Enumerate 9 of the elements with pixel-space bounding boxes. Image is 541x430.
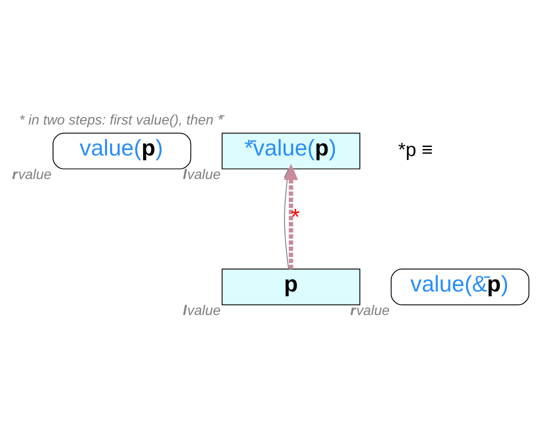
label: *p ≡ bbox=[398, 139, 433, 160]
node-box: p bbox=[222, 268, 360, 305]
diagram-title: * in two steps: first value(), then *̄ bbox=[19, 110, 223, 127]
edge-label: * bbox=[290, 202, 300, 229]
node-box: value(&̄p) bbox=[390, 268, 530, 305]
node-label: rvalue bbox=[12, 166, 52, 182]
node-box: value(p) bbox=[52, 132, 192, 169]
node-box: *̄value(p) bbox=[222, 132, 360, 169]
node-label: lvalue bbox=[182, 302, 221, 318]
